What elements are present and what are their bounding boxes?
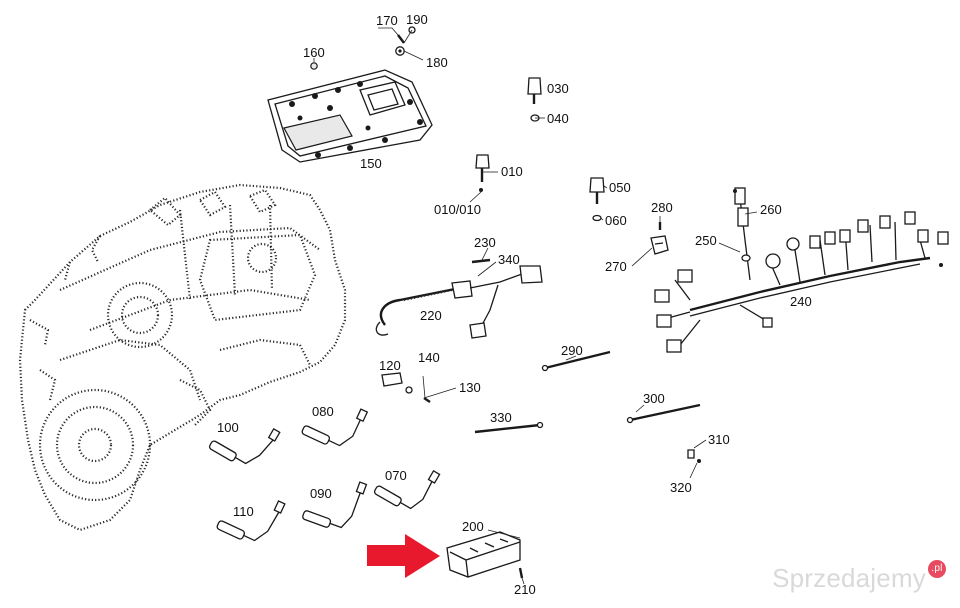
callout-040: 040 [547,111,569,126]
watermark-text: Sprzedajemy [772,563,926,593]
callout-240: 240 [790,294,812,309]
callout-050: 050 [609,180,631,195]
callout-300: 300 [643,391,665,406]
callout-110: 110 [233,504,254,519]
callout-010: 010 [501,164,523,179]
callout-130: 130 [459,380,481,395]
fasteners-160-190 [310,26,416,70]
callout-280: 280 [651,200,673,215]
callout-220: 220 [420,308,442,323]
control-unit-200 [446,531,524,579]
leader-lines [313,27,758,585]
temp-sensors [208,408,441,542]
sensor-030 [527,77,542,122]
watermark-badge: .pl [928,559,946,578]
callout-030: 030 [547,81,569,96]
bracket-270 [650,222,669,255]
sensor-010 [475,154,490,192]
clip-310 [687,449,701,463]
callout-250: 250 [695,233,717,248]
harness-240 [654,187,949,353]
cables [474,350,701,434]
switch-120 [381,372,431,403]
callout-010-010: 010/010 [434,202,481,217]
callout-320: 320 [670,480,692,495]
red-arrow-icon [367,534,440,578]
part-labels: 170 190 180 160 150 030 040 010 010/010 … [217,12,812,597]
callout-100: 100 [217,420,239,435]
callout-160: 160 [303,45,325,60]
callout-230: 230 [474,235,496,250]
callout-260: 260 [760,202,782,217]
callout-210: 210 [514,582,536,597]
callout-180: 180 [426,55,448,70]
callout-200: 200 [462,519,484,534]
callout-270: 270 [605,259,627,274]
transmission-housing [18,183,347,532]
callout-330: 330 [490,410,512,425]
callout-080: 080 [312,404,334,419]
callout-290: 290 [561,343,583,358]
callout-090: 090 [310,486,332,501]
harness-220 [375,258,543,339]
callout-060: 060 [605,213,627,228]
callout-140: 140 [418,350,440,365]
callout-150: 150 [360,156,382,171]
callout-310: 310 [708,432,730,447]
callout-190: 190 [406,12,428,27]
sensor-050 [589,177,605,222]
callout-120: 120 [379,358,401,373]
callout-170: 170 [376,13,398,28]
callout-070: 070 [385,468,407,483]
callout-340: 340 [498,252,520,267]
cover-plate-150 [267,69,433,163]
watermark: Sprzedajemy.pl [772,559,946,594]
